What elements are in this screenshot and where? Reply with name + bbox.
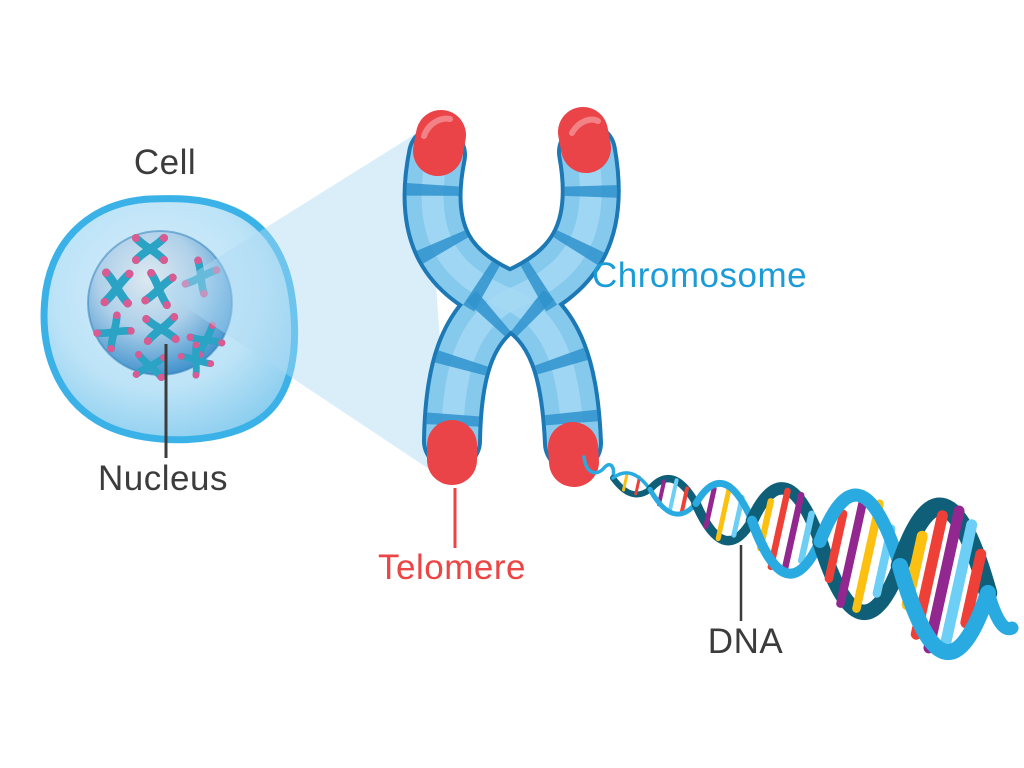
dna-label: DNA — [707, 622, 784, 661]
nucleus-label: Nucleus — [98, 459, 228, 498]
telomere-label: Telomere — [378, 548, 526, 587]
cell-illustration — [40, 195, 299, 444]
telomere-caps — [413, 107, 611, 487]
dna-unwind-squiggle — [582, 455, 616, 479]
dna-helix-illustration — [610, 471, 1019, 660]
cell-label: Cell — [133, 143, 197, 182]
chromosome-label: Chromosome — [592, 256, 808, 295]
chromosome-illustration — [402, 107, 621, 487]
zoom-beam — [163, 128, 450, 483]
